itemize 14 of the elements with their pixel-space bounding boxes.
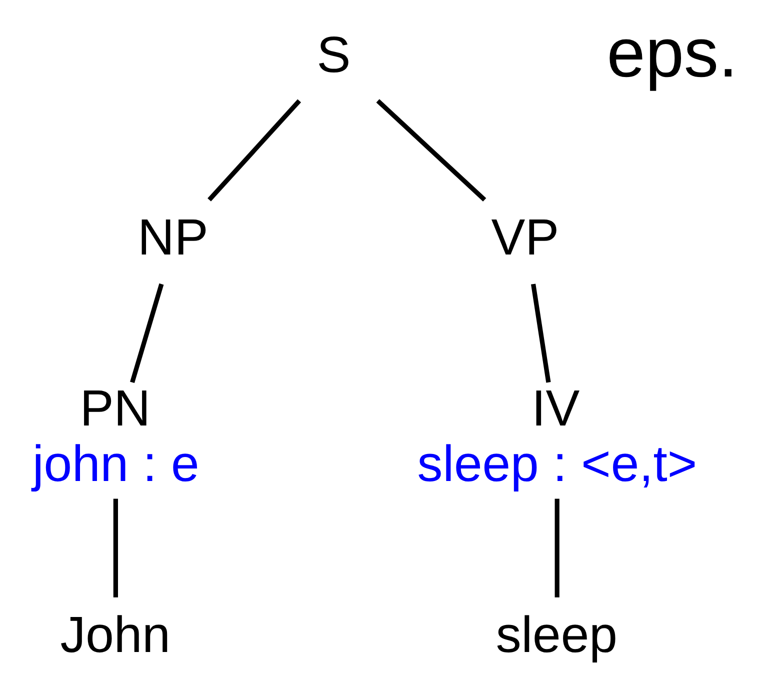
- connector: [554, 498, 559, 598]
- label: eps.: [606, 13, 738, 92]
- connector: [530, 284, 550, 383]
- node-text: sleep: [495, 606, 617, 663]
- node-text: John: [60, 606, 170, 663]
- node-text: PN john : e: [32, 379, 199, 492]
- node-text: NP: [137, 208, 208, 266]
- node-text: IV sleep : <e,t>: [416, 379, 697, 492]
- connector: [112, 498, 118, 598]
- connector: [376, 99, 486, 202]
- node-text: VP: [490, 208, 559, 266]
- node-text: S: [316, 26, 350, 83]
- connector: [130, 283, 164, 383]
- connector: [207, 99, 301, 202]
